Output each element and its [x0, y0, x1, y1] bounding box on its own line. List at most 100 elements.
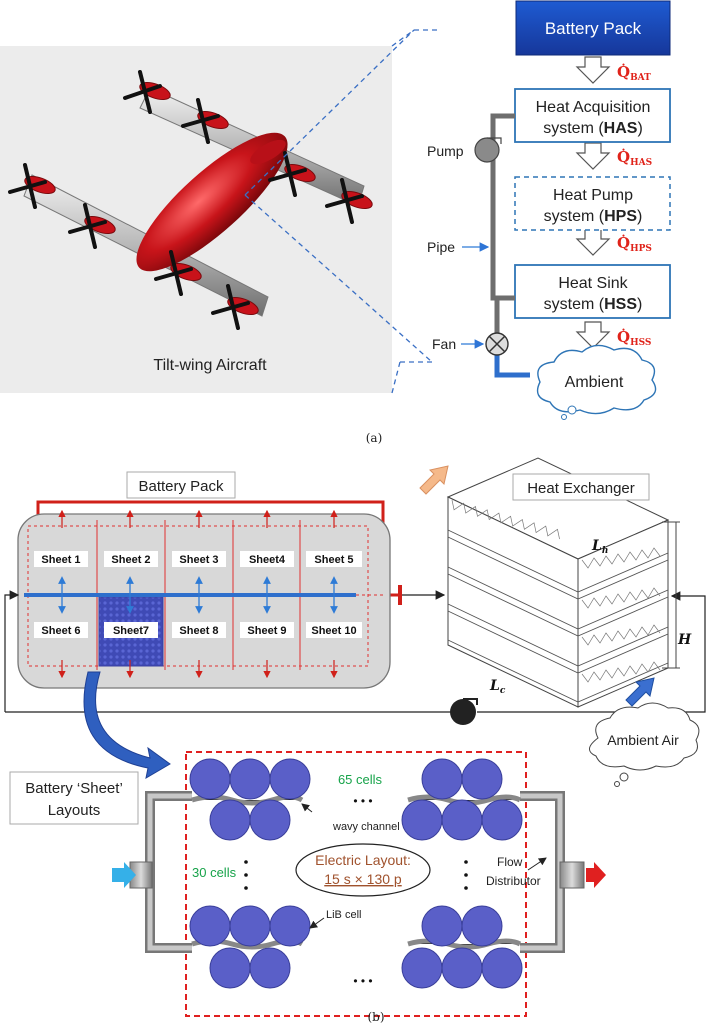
- has-prefix: system (: [543, 120, 604, 137]
- sheet-7: Sheet7: [113, 625, 149, 637]
- q-hps-symbol: Q̇: [617, 234, 630, 252]
- q-bat-sub: BAT: [630, 73, 651, 83]
- hss-line1: Heat Sink: [558, 275, 628, 292]
- system-loop: [4, 590, 706, 713]
- hps-line2: system (HPS): [544, 208, 643, 225]
- sheet-layouts-line1: Battery ‘Sheet’: [25, 780, 123, 797]
- svg-text:Q̇HPS: Q̇HPS: [617, 234, 652, 254]
- ambient-label: Ambient: [565, 374, 624, 391]
- lh-sub: h: [602, 546, 609, 556]
- flow-label-line2: Distributor: [486, 874, 541, 888]
- caption-b: (b): [367, 1010, 384, 1024]
- has-abbr: HAS: [604, 120, 638, 137]
- q-hss-symbol: Q̇: [617, 328, 630, 346]
- pump-label: Pump: [427, 143, 464, 159]
- svg-text:Q̇BAT: Q̇BAT: [617, 63, 651, 83]
- heat-flow-arrows: [575, 56, 611, 349]
- hps-close: ): [637, 208, 642, 225]
- lib-cell-pointer: [309, 917, 325, 929]
- sheet-blue-arrows: [58, 576, 338, 614]
- q-hps-sub: HPS: [630, 244, 652, 254]
- lc-label: Lc: [489, 678, 506, 696]
- electric-layout-line1: Electric Layout:: [315, 852, 411, 868]
- lh-main: L: [591, 538, 602, 554]
- hps-line1: Heat Pump: [553, 187, 633, 204]
- cloud-bubble: [567, 405, 577, 415]
- heat-exchanger: [446, 457, 680, 708]
- pipe-label: Pipe: [427, 239, 455, 255]
- hps-abbr: HPS: [604, 208, 637, 225]
- q-has-sub: HAS: [630, 158, 652, 168]
- fan-label: Fan: [432, 336, 456, 352]
- aircraft-render: [0, 46, 392, 393]
- sheet-9: Sheet 9: [247, 625, 286, 637]
- hx-title-box: [512, 473, 650, 501]
- sheet-flow-arrows: [58, 509, 338, 679]
- hps-prefix: system (: [544, 208, 605, 225]
- cells-30-label: 30 cells: [192, 865, 237, 880]
- cloud-bubble-small: [561, 414, 567, 420]
- bp-title: Battery Pack: [138, 478, 224, 495]
- battery-pack-label: Battery Pack: [545, 19, 642, 38]
- q-has-symbol: Q̇: [617, 148, 630, 166]
- sheet-5: Sheet 5: [314, 554, 353, 566]
- lib-cells: [189, 758, 523, 989]
- sheet-2: Sheet 2: [111, 554, 150, 566]
- cool-air-arrow: [625, 677, 655, 707]
- aircraft-label: Tilt-wing Aircraft: [153, 357, 267, 374]
- zoom-guide-lines: [244, 29, 440, 394]
- svg-text:Q̇HAS: Q̇HAS: [617, 148, 652, 168]
- wavy-channel-label: wavy channel: [332, 821, 400, 833]
- fan-icon: [485, 332, 509, 356]
- lh-label: Lh: [591, 538, 608, 556]
- pump-icon: [474, 137, 502, 163]
- hss-prefix: system (: [544, 296, 605, 313]
- hss-box: [514, 264, 671, 319]
- lib-cell-label: LiB cell: [326, 909, 361, 921]
- bp-title-box: [126, 471, 236, 499]
- inlet-arrow: [112, 862, 136, 888]
- svg-text:Q̇HSS: Q̇HSS: [617, 328, 651, 348]
- hss-abbr: HSS: [604, 296, 637, 313]
- lc-sub: c: [500, 686, 506, 696]
- outlet-arrow: [586, 862, 606, 888]
- sheet-10: Sheet 10: [311, 625, 356, 637]
- ambient-air-bubble-small: [614, 781, 620, 787]
- hps-box: [514, 176, 671, 231]
- electric-layout-ellipse: [295, 843, 431, 897]
- has-line1: Heat Acquisition: [536, 99, 651, 116]
- hot-air-arrow: [419, 465, 449, 495]
- h-label: H: [677, 632, 692, 648]
- ambient-air-bubble: [619, 772, 629, 782]
- q-labels: Q̇BAT Q̇HAS Q̇HPS Q̇HSS: [617, 63, 652, 348]
- zoom-curved-arrow: [83, 671, 171, 779]
- has-close: ): [637, 120, 642, 137]
- flow-distributor-pointer: [527, 857, 547, 871]
- ambient-air-label: Ambient Air: [607, 732, 679, 748]
- sheet-1: Sheet 1: [41, 554, 80, 566]
- sheet-8: Sheet 8: [179, 625, 218, 637]
- q-bat-symbol: Q̇: [617, 63, 630, 81]
- ambient-air-cloud: [589, 702, 700, 771]
- sheet-layouts-line2: Layouts: [48, 802, 101, 819]
- cells-65-label: 65 cells: [338, 772, 383, 787]
- dots-bottom: • • •: [353, 974, 372, 988]
- sheet-4: Sheet4: [249, 554, 286, 566]
- electric-layout-line2: 15 s × 130 p: [324, 871, 402, 887]
- has-line2: system (HAS): [543, 120, 643, 137]
- sheet-labels: Sheet 1 Sheet 2 Sheet 3 Sheet4 Sheet 5 S…: [34, 551, 362, 638]
- sheet-3: Sheet 3: [179, 554, 218, 566]
- wavy-channel-pointer: [301, 803, 313, 813]
- battery-pack-box: [515, 0, 671, 56]
- dots-top: • • •: [353, 794, 372, 808]
- vertical-dots: [244, 860, 468, 890]
- sheet-layouts-box: [9, 771, 139, 825]
- q-hss-sub: HSS: [630, 338, 651, 348]
- loop-pump-icon: [450, 698, 478, 725]
- hss-line2: system (HSS): [544, 296, 643, 313]
- hx-title: Heat Exchanger: [527, 480, 635, 497]
- sheet-6: Sheet 6: [41, 625, 80, 637]
- hss-close: ): [637, 296, 642, 313]
- caption-a: (a): [366, 431, 383, 445]
